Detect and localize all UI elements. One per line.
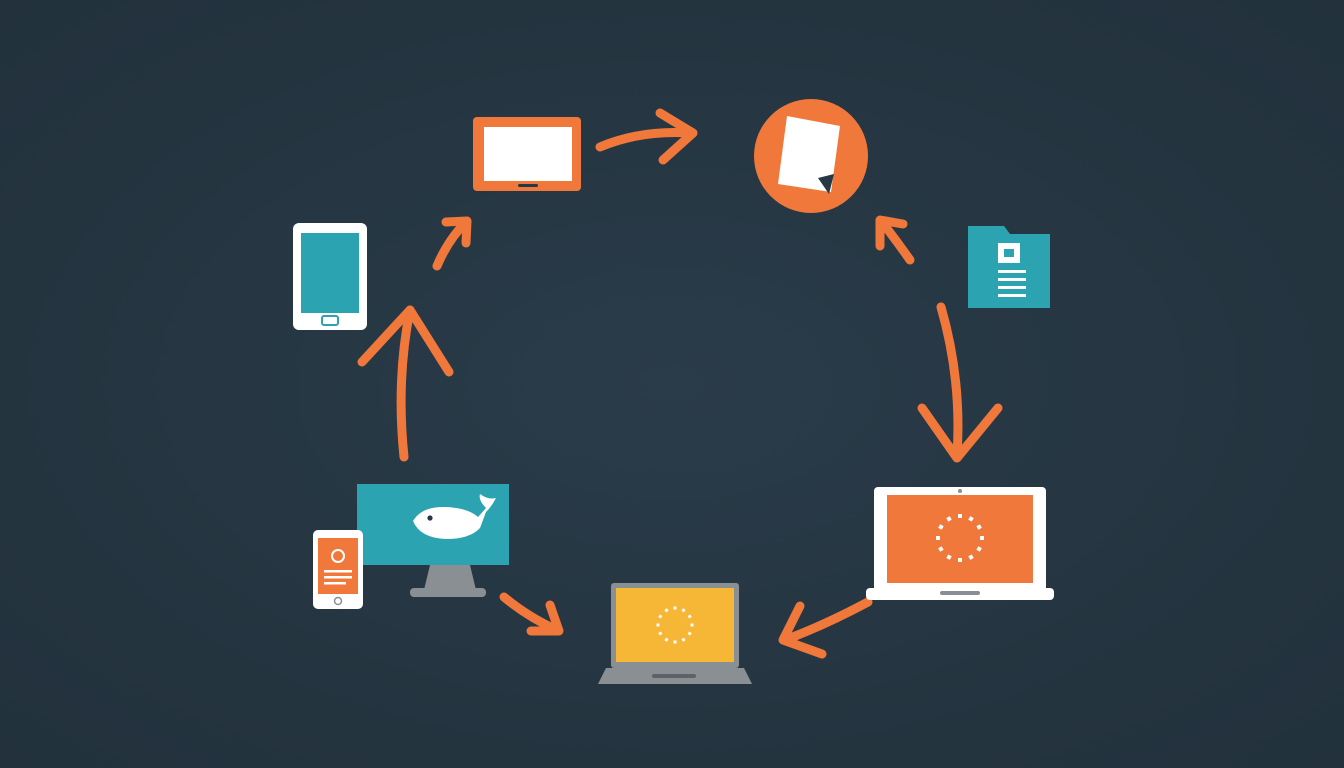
spinner-dot	[958, 558, 962, 562]
arrow-tablet-to-document	[595, 108, 698, 165]
arrow-document-to-laptop	[917, 302, 1003, 463]
spinner-dot	[968, 554, 974, 560]
spinner-dot	[658, 631, 663, 636]
spinner-dot	[946, 516, 952, 522]
spinner-dot	[664, 637, 669, 642]
smartphone-icon	[313, 530, 363, 609]
spinner-dot	[690, 623, 694, 627]
laptop-icon	[866, 487, 1054, 600]
arrow-monitor-to-laptop	[499, 592, 564, 636]
smartphone-icon	[293, 223, 367, 330]
spinner-dot	[936, 536, 940, 540]
arrow-phone-to-tablet	[432, 216, 472, 271]
loading-spinner-icon	[656, 606, 694, 644]
arrow-laptop-to-laptop	[778, 597, 873, 659]
spinner-dot	[687, 614, 692, 619]
spinner-dot	[946, 554, 952, 560]
spinner-dot	[681, 637, 686, 642]
folder-icon	[968, 226, 1050, 308]
spinner-dot	[980, 536, 984, 540]
document-icon	[754, 99, 868, 213]
spinner-dot	[656, 623, 660, 627]
loading-spinner-icon	[936, 514, 984, 562]
spinner-dot	[673, 640, 677, 644]
spinner-dot	[664, 608, 669, 613]
spinner-dot	[976, 546, 982, 552]
arrow-monitor-to-phone	[357, 305, 454, 462]
spinner-dot	[681, 608, 686, 613]
spinner-dot	[968, 516, 974, 522]
laptop-icon	[598, 583, 752, 684]
spinner-dot	[687, 631, 692, 636]
tablet-icon	[473, 117, 581, 191]
arrow-folder-to-document	[875, 215, 915, 265]
spinner-dot	[938, 524, 944, 530]
spinner-dot	[673, 606, 677, 610]
spinner-dot	[938, 546, 944, 552]
spinner-dot	[958, 514, 962, 518]
spinner-dot	[658, 614, 663, 619]
spinner-dot	[976, 524, 982, 530]
monitor-icon	[357, 484, 509, 597]
whale-icon	[413, 494, 496, 539]
